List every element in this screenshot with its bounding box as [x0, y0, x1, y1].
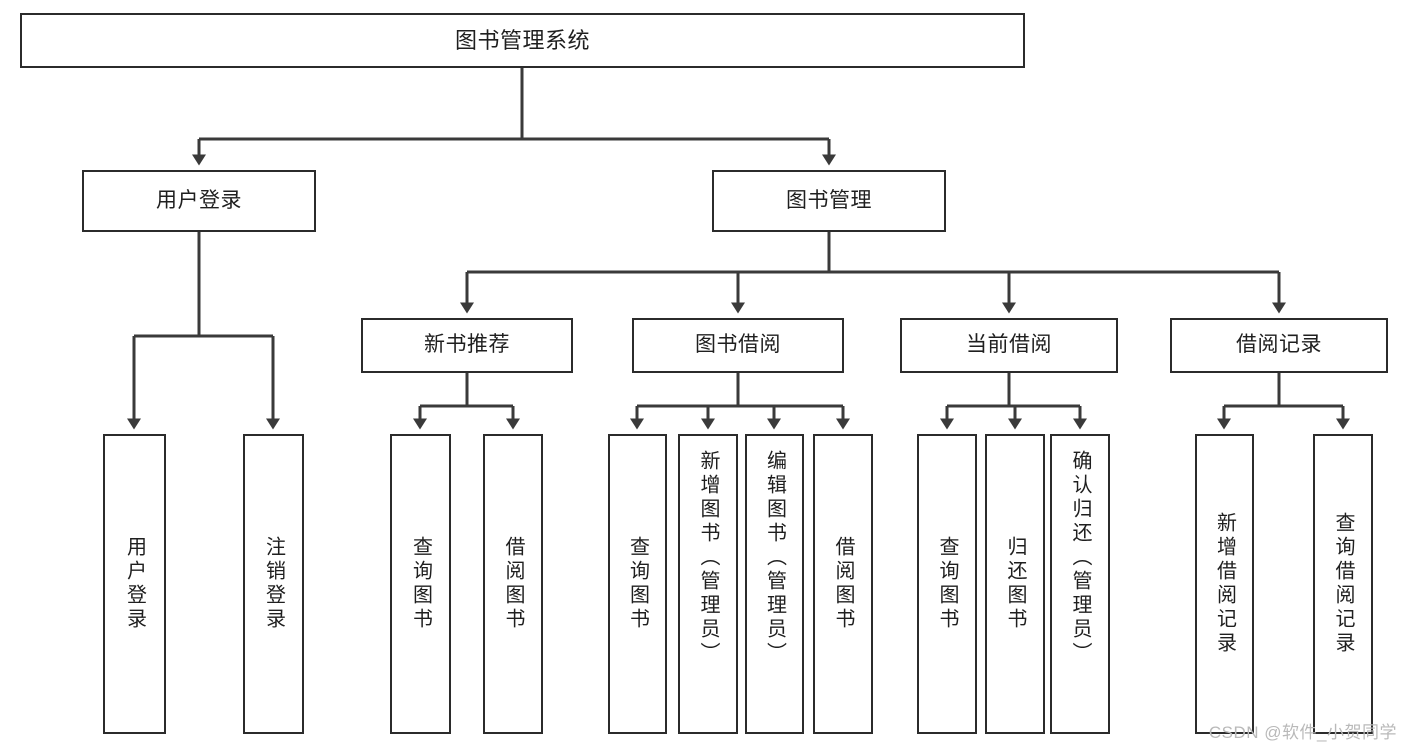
node-leaf-query-borrow-record[interactable]: 查询借阅记录 [1313, 434, 1373, 734]
node-leaf-confirm-return-admin-label: 确认归还（管理员） [1069, 450, 1091, 666]
node-new-book-recommend[interactable]: 新书推荐 [361, 318, 573, 373]
node-leaf-query-book-borrow-label: 查询图书 [626, 536, 649, 632]
node-book-borrow[interactable]: 图书借阅 [632, 318, 844, 373]
node-leaf-query-book-current[interactable]: 查询图书 [917, 434, 977, 734]
node-book-management-label: 图书管理 [786, 188, 872, 212]
node-root-label: 图书管理系统 [454, 27, 590, 53]
node-new-book-recommend-label: 新书推荐 [424, 333, 510, 357]
node-borrow-record[interactable]: 借阅记录 [1170, 318, 1388, 373]
node-leaf-borrow-book-recommend-label: 借阅图书 [502, 536, 524, 632]
node-current-borrow[interactable]: 当前借阅 [900, 318, 1118, 373]
node-leaf-query-book-recommend-label: 查询图书 [409, 536, 432, 632]
node-leaf-borrow-book[interactable]: 借阅图书 [813, 434, 873, 734]
node-leaf-borrow-book-recommend[interactable]: 借阅图书 [483, 434, 543, 734]
node-leaf-return-book[interactable]: 归还图书 [985, 434, 1045, 734]
node-current-borrow-label: 当前借阅 [966, 333, 1052, 357]
node-leaf-query-book-recommend[interactable]: 查询图书 [390, 434, 451, 734]
node-leaf-borrow-book-label: 借阅图书 [832, 536, 854, 632]
node-user-login[interactable]: 用户登录 [82, 170, 316, 232]
node-borrow-record-label: 借阅记录 [1236, 333, 1322, 357]
node-leaf-query-book-current-label: 查询图书 [936, 536, 958, 632]
node-leaf-add-borrow-record-label: 新增借阅记录 [1213, 512, 1236, 656]
node-leaf-query-book-borrow[interactable]: 查询图书 [608, 434, 667, 734]
node-leaf-query-borrow-record-label: 查询借阅记录 [1332, 512, 1354, 656]
node-book-management[interactable]: 图书管理 [712, 170, 946, 232]
node-book-borrow-label: 图书借阅 [695, 333, 781, 357]
node-leaf-add-book-admin-label: 新增图书（管理员） [697, 450, 719, 666]
node-root[interactable]: 图书管理系统 [20, 13, 1025, 68]
node-leaf-user-login-label: 用户登录 [123, 536, 146, 632]
node-leaf-edit-book-admin-label: 编辑图书（管理员） [763, 450, 786, 666]
node-leaf-confirm-return-admin[interactable]: 确认归还（管理员） [1050, 434, 1110, 734]
node-leaf-add-borrow-record[interactable]: 新增借阅记录 [1195, 434, 1254, 734]
node-leaf-edit-book-admin[interactable]: 编辑图书（管理员） [745, 434, 804, 734]
node-user-login-label: 用户登录 [156, 188, 242, 212]
node-leaf-logout[interactable]: 注销登录 [243, 434, 304, 734]
node-leaf-add-book-admin[interactable]: 新增图书（管理员） [678, 434, 738, 734]
node-leaf-logout-label: 注销登录 [262, 536, 285, 632]
node-leaf-user-login[interactable]: 用户登录 [103, 434, 166, 734]
node-leaf-return-book-label: 归还图书 [1004, 536, 1026, 632]
